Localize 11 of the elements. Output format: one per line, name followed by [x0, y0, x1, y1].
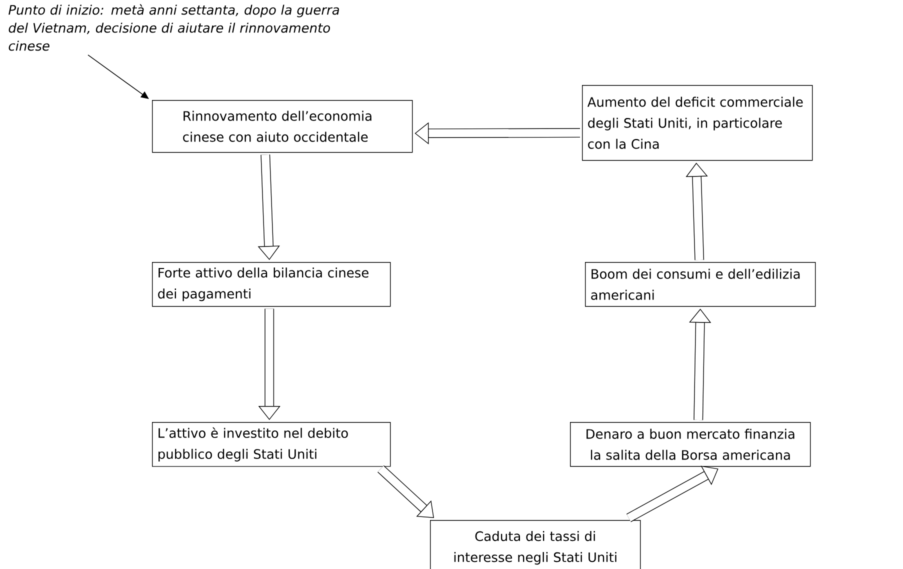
block-arrow [378, 465, 434, 518]
process-box: Rinnovamento dell’economia cinese con aiuto occidentale [152, 100, 413, 153]
note-text: Punto di inizio: metà anni settanta, dopo la guerra del Vietnam, decisione di aiutare il rinnovamento cinese [8, 4, 339, 51]
process-box: L’attivo è investito nel debito pubblico degli Stati Uniti [152, 422, 391, 467]
process-box: Boom dei consumi e dell’edilizia americani [585, 262, 816, 307]
arrow [88, 54, 149, 99]
process-box: Caduta dei tassi di interesse negli Stati Uniti [430, 520, 641, 569]
process-box: Forte attivo della bilancia cinese dei pagamenti [152, 262, 391, 307]
process-box: Denaro a buon mercato finanzia la salita della Borsa americana [570, 422, 811, 467]
process-box: Aumento del deficit commerciale degli Stati Uniti, in particolare con la Cina [582, 85, 813, 161]
block-arrow [626, 466, 718, 522]
